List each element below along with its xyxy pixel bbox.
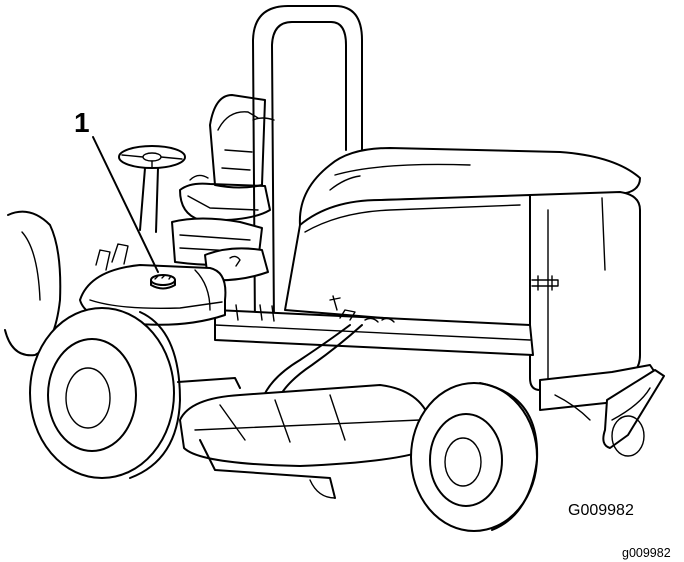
front-wheel-left: [29, 307, 181, 479]
steering-wheel: [118, 145, 186, 233]
file-code-label: g009982: [622, 546, 671, 560]
right-deck-unit: [539, 364, 665, 457]
engine-hood: [284, 147, 641, 391]
drawing-code-label: G009982: [568, 502, 634, 519]
cutting-deck: [177, 377, 433, 499]
operator-seat: [179, 94, 271, 222]
front-wheel-right: [410, 382, 539, 532]
control-console: [95, 217, 269, 282]
side-panel: [214, 304, 534, 356]
rops-roll-bar: [252, 5, 363, 331]
callout-number-1: 1: [74, 107, 90, 138]
fuel-cap: [150, 274, 176, 290]
callout-leader-line: [92, 136, 159, 273]
rear-wheel-left: [4, 210, 62, 357]
